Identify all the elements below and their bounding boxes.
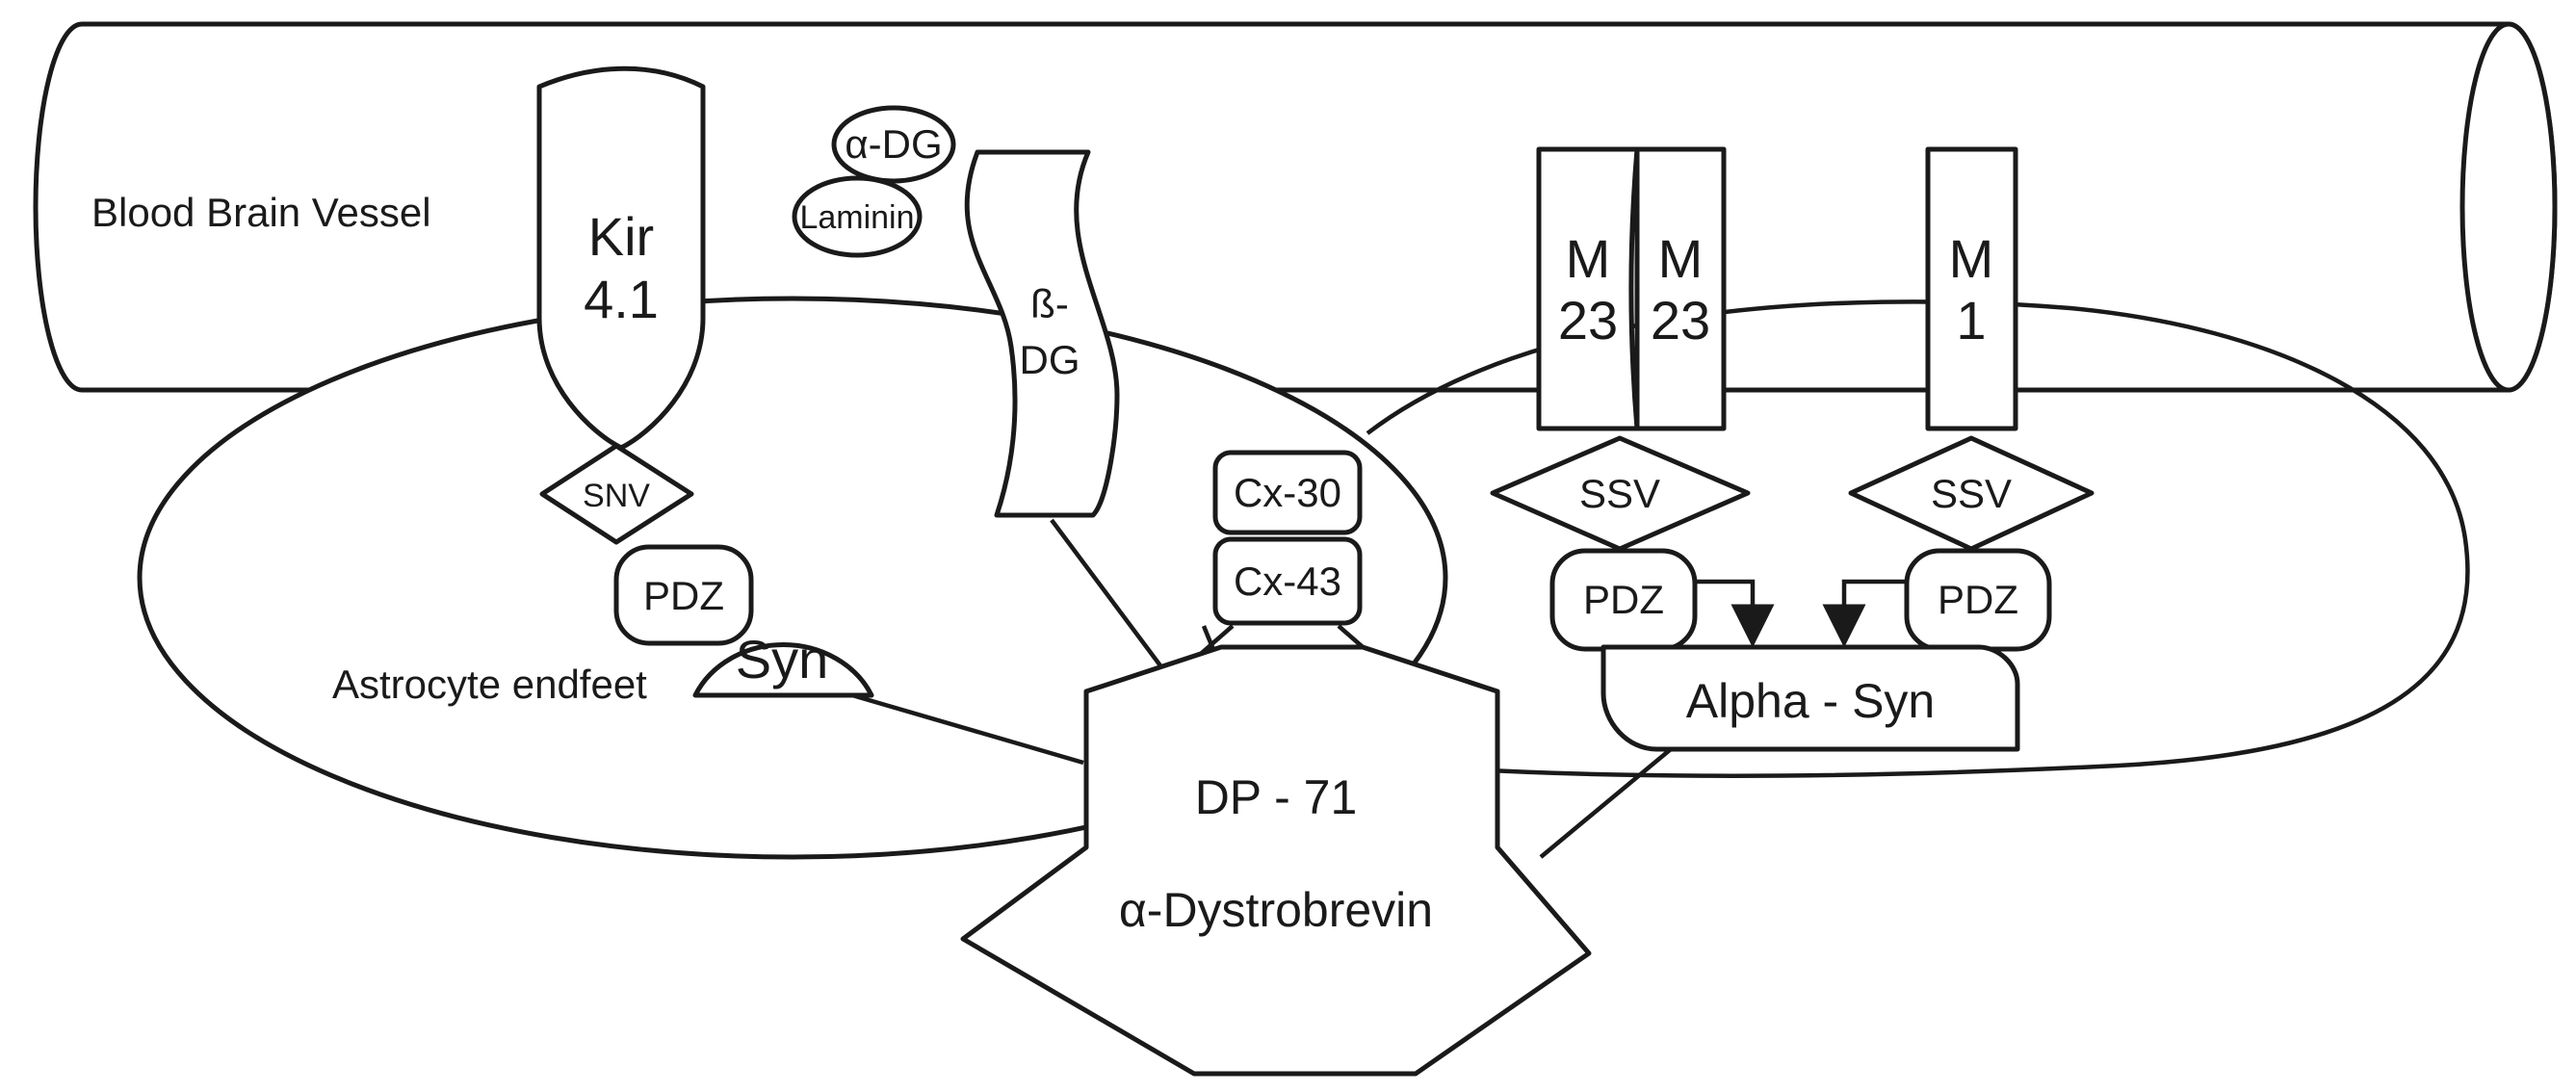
laminin-complex: Laminin α-DG xyxy=(792,105,956,258)
kir41-label-line1: Kir xyxy=(588,206,654,267)
ssv-left-shape xyxy=(1490,435,1751,552)
beta-dg-domain: ß- DG xyxy=(964,149,1120,518)
m23-receptor-left-shape xyxy=(1536,146,1640,431)
dp71-label: DP - 71 xyxy=(1195,770,1358,824)
m1-receptor-shape xyxy=(1925,146,2018,431)
arrow-pdz-mid xyxy=(1695,579,1775,648)
m23-receptors: M 23 M 23 xyxy=(1536,146,1727,431)
line-syn-to-dp71 xyxy=(851,692,1084,766)
laminin-shape xyxy=(792,175,923,258)
laminin-label: Laminin xyxy=(799,199,914,236)
kir41-channel: Kir 4.1 xyxy=(536,65,706,451)
cx43-label: Cx-43 xyxy=(1234,559,1341,604)
pdz-mid-label: PDZ xyxy=(1583,577,1664,622)
vessel-label: Blood Brain Vessel xyxy=(91,190,431,235)
alpha-syn-label: Alpha - Syn xyxy=(1686,674,1935,728)
ssv-right-label: SSV xyxy=(1931,471,2012,516)
syn-shape xyxy=(692,642,874,698)
cx30-label: Cx-30 xyxy=(1234,470,1341,515)
syn-label: Syn xyxy=(736,629,829,689)
dystrobrevin-label: α-Dystrobrevin xyxy=(1119,883,1433,937)
ssv-right-domain: SSV xyxy=(1848,435,2095,552)
kir41-label-line2: 4.1 xyxy=(584,269,659,329)
alpha-dg-label: α-DG xyxy=(845,121,942,167)
m23-right-label-line1: M xyxy=(1658,228,1704,289)
syn-domain: Syn xyxy=(692,629,874,698)
ssv-right-shape xyxy=(1848,435,2095,552)
pdz-left-label: PDZ xyxy=(643,573,724,618)
pdz-right-domain: PDZ xyxy=(1904,548,2052,652)
snv-domain: SNV xyxy=(539,443,694,545)
cx43-shape xyxy=(1212,536,1363,626)
line-alphasyn-to-dp71 xyxy=(1539,747,1673,859)
dp71-shape xyxy=(960,644,1592,1077)
kir41-shape xyxy=(536,65,706,451)
pdz-left-shape xyxy=(613,544,754,646)
pdz-mid-domain: PDZ xyxy=(1549,548,1698,652)
dp71-complex: DP - 71 α-Dystrobrevin xyxy=(960,644,1592,1077)
alpha-syn-shape xyxy=(1600,644,2020,752)
m23-left-label-line1: M xyxy=(1566,228,1611,289)
snv-label: SNV xyxy=(583,478,650,514)
ssv-left-label: SSV xyxy=(1579,471,1660,516)
m23-left-label-line2: 23 xyxy=(1558,290,1618,351)
vessel-end-cap xyxy=(2459,21,2558,393)
pdz-arrows xyxy=(1695,579,1907,648)
alpha-dg-shape xyxy=(831,105,956,184)
m23-receptor-right-shape xyxy=(1634,146,1727,431)
pdz-right-label: PDZ xyxy=(1938,577,2018,622)
m23-right-label-line2: 23 xyxy=(1651,290,1710,351)
ssv-left-domain: SSV xyxy=(1490,435,1751,552)
endfeet-label: Astrocyte endfeet xyxy=(332,662,647,707)
alpha-syn-domain: Alpha - Syn xyxy=(1600,644,2020,752)
arrow-pdz-right xyxy=(1822,579,1907,648)
m1-label-line1: M xyxy=(1949,228,1994,289)
snv-shape xyxy=(539,443,694,545)
beta-dg-label-line1: ß- xyxy=(1030,281,1069,326)
pdz-left-domain: PDZ xyxy=(613,544,754,646)
m1-receptor: M 1 xyxy=(1925,146,2018,431)
m1-label-line2: 1 xyxy=(1956,290,1986,351)
line-betadg-to-dp71 xyxy=(1050,518,1167,674)
cx30-shape xyxy=(1212,450,1363,535)
beta-dg-shape xyxy=(964,149,1120,518)
connexins: Cx-30 Cx-43 xyxy=(1212,450,1363,626)
beta-dg-label-line2: DG xyxy=(1020,337,1080,382)
